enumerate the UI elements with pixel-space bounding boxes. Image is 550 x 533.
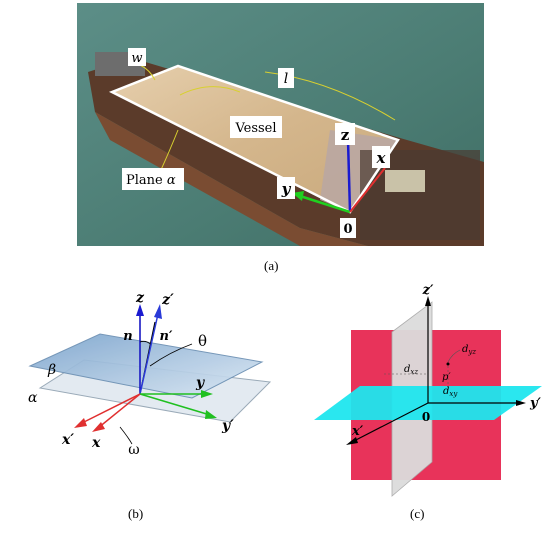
x-label: x [376,149,387,167]
dxz-sub: xz [410,368,418,376]
x-label-box [372,146,390,168]
z-axis [346,139,352,213]
x-arrow [92,422,105,432]
dxy-d: d [443,386,449,397]
y-prime-arrow [516,400,526,406]
alpha-label: α [28,390,38,406]
w-label: w [131,51,142,66]
omega-leader [119,426,133,445]
origin-label: 0 [422,410,430,424]
theta-label: θ [198,332,207,350]
z-prime-axis [139,313,159,395]
x-axis [97,393,141,429]
x-prime-arrow [346,437,358,445]
caption-c: (c) [410,506,425,521]
panel-b: z z′ n n′ θ β α y y′ x′ x ω (b) [0,282,280,533]
z-arrow [136,304,144,316]
y-arrow [201,390,213,398]
dyz-sub: yz [467,348,476,356]
omega-label: ω [128,442,139,458]
x-prime-label: x′ [61,432,74,448]
planes-diagram: z z′ n n′ θ β α y y′ x′ x ω [28,290,272,458]
origin-label: 0 [343,222,352,237]
x-label: x [91,435,101,451]
dyz-leader [447,349,461,363]
y-label-box [277,177,295,199]
dxz-d: d [404,364,410,375]
n-prime-label: n′ [160,329,173,344]
plane-word: Plane [126,173,163,188]
plane-label: Plane α [126,173,176,188]
dxz-label: dxz [404,364,418,376]
panel-c: z′ dyz dxz p′ dxy y′ x′ 0 (c) [280,282,550,533]
caption-a: (a) [264,258,279,273]
origin-label-box [340,218,356,238]
dyz-d: d [462,344,468,355]
l-leader-2 [179,86,241,96]
x-prime-axis [351,402,429,443]
x-prime-label: x′ [351,424,364,439]
theta-leader [149,343,193,367]
plane-label-box [122,168,184,190]
y-label: y [281,180,292,198]
dxy-label: dxy [443,386,458,398]
vessel-label-box [230,116,282,138]
p-prime-label: p′ [442,372,451,383]
panel-a: w l Vessel Plane α z x y 0 (a) [77,3,484,273]
dyz-label: dyz [462,344,476,356]
x-axis [349,167,386,213]
p-prime-point [446,362,450,366]
vessel-photo: w l Vessel Plane α z x y 0 [77,3,484,246]
hold-outline [108,64,400,214]
l-label: l [284,71,288,87]
orthogonal-planes-diagram: z′ dyz dxz p′ dxy y′ x′ 0 [314,283,542,497]
caption-b: (b) [128,506,144,521]
n-label: n [123,329,132,344]
y-prime-label: y′ [221,418,234,434]
z-prime-arrow [154,304,162,319]
beta-label: β [47,362,56,378]
plane-alpha: α [167,173,176,188]
y-label: y [195,375,205,391]
vessel-label: Vessel [234,121,276,136]
z-label-box [335,123,355,145]
z-label: z [135,290,145,306]
dxy-sub: xy [449,390,458,398]
y-prime-label: y′ [529,396,542,411]
y-prime-axis [139,393,211,416]
y-prime-arrow [205,410,217,419]
z-prime-label: z′ [422,283,434,298]
z-prime-arrow [425,296,431,306]
y-axis [299,194,351,214]
l-label-box [278,68,294,88]
deck-cabin [385,170,425,192]
z-prime-label: z′ [161,292,174,308]
z-label: z [341,126,350,144]
x-prime-axis [79,393,141,425]
x-prime-arrow [74,418,87,428]
w-label-box [128,48,146,66]
theta-arc [139,340,151,345]
